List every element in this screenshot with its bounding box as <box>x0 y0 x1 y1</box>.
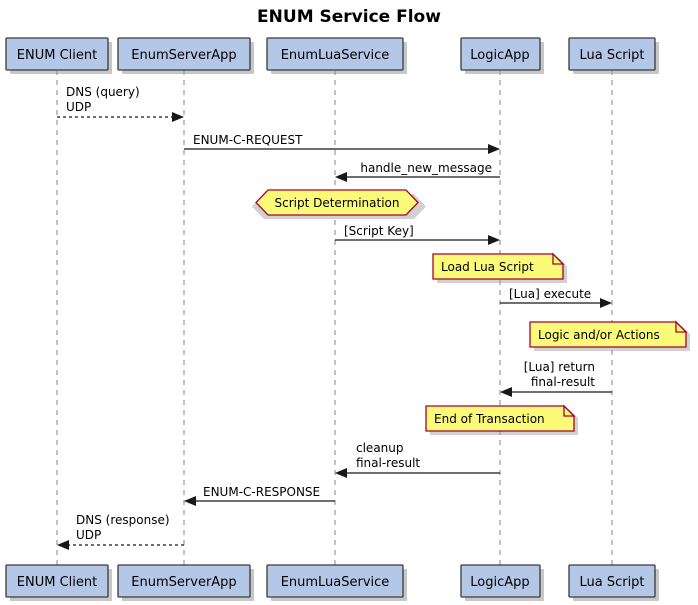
note-end-of-transaction: End of Transaction <box>425 404 578 435</box>
message-dns-response[interactable]: DNS (response) UDP <box>57 513 184 550</box>
arrowhead-cleanup <box>335 468 347 478</box>
participant-label-enum-server-app: EnumServerApp <box>131 48 236 63</box>
participant-box-enum-client[interactable]: ENUM Client <box>5 37 112 74</box>
participant-box-lua-script[interactable]: Lua Script <box>568 37 659 74</box>
participant-box-enum-server-app[interactable]: EnumServerApp <box>117 37 254 74</box>
message-label-dns-response-line1: DNS (response) <box>76 513 170 527</box>
arrowhead-lua-return <box>500 387 512 397</box>
lifelines-group <box>56 70 613 565</box>
message-enum-c-request[interactable]: ENUM-C-REQUEST <box>184 133 500 154</box>
message-label-handle-new-message: handle_new_message <box>360 161 492 175</box>
note-label-script-determination: Script Determination <box>274 196 399 210</box>
arrowhead-enum-c-response <box>184 496 196 506</box>
arrowhead-handle-new-message <box>335 172 347 182</box>
message-dns-query[interactable]: DNS (query) UDP <box>57 85 184 122</box>
message-label-dns-query-line1: DNS (query) <box>66 85 140 99</box>
participant-label-logic-app: LogicApp <box>470 48 529 63</box>
message-label-dns-query-line2: UDP <box>66 100 91 114</box>
message-label-script-key: [Script Key] <box>344 224 414 238</box>
message-enum-c-response[interactable]: ENUM-C-RESPONSE <box>184 485 335 506</box>
message-script-key[interactable]: [Script Key] <box>335 224 500 245</box>
participant-label-enum-lua-service: EnumLuaService <box>281 48 390 63</box>
message-label-dns-response-line2: UDP <box>76 528 101 542</box>
arrowhead-enum-c-request <box>488 144 500 154</box>
participant-box-footer-enum-server-app[interactable]: EnumServerApp <box>117 564 254 601</box>
participant-label-lua-script: Lua Script <box>579 48 644 63</box>
participant-box-footer-enum-client[interactable]: ENUM Client <box>5 564 112 601</box>
arrowhead-script-key <box>488 235 500 245</box>
message-label-lua-return-line1: [Lua] return <box>524 360 595 374</box>
note-label-load-lua-script: Load Lua Script <box>441 260 534 274</box>
page-title: ENUM Service Flow <box>257 7 441 27</box>
participant-box-logic-app[interactable]: LogicApp <box>460 37 544 74</box>
message-label-enum-c-response: ENUM-C-RESPONSE <box>203 485 320 499</box>
message-label-cleanup-line2: final-result <box>356 456 420 470</box>
participants-footer: ENUM Client EnumServerApp EnumLuaService… <box>5 564 659 601</box>
participant-label-footer-enum-lua-service: EnumLuaService <box>281 575 390 590</box>
arrowhead-lua-execute <box>600 298 612 308</box>
participant-label-footer-lua-script: Lua Script <box>579 575 644 590</box>
message-cleanup[interactable]: cleanup final-result <box>335 441 500 478</box>
message-label-cleanup-line1: cleanup <box>356 441 404 455</box>
participant-box-footer-enum-lua-service[interactable]: EnumLuaService <box>266 564 407 601</box>
arrowhead-dns-query <box>172 112 184 122</box>
message-label-enum-c-request: ENUM-C-REQUEST <box>193 133 303 147</box>
participant-box-footer-lua-script[interactable]: Lua Script <box>568 564 659 601</box>
note-label-end-of-transaction: End of Transaction <box>434 412 545 426</box>
note-logic-and-or-actions: Logic and/or Actions <box>529 320 690 351</box>
message-label-lua-execute: [Lua] execute <box>509 287 591 301</box>
participant-label-footer-enum-client: ENUM Client <box>17 575 97 590</box>
participant-box-enum-lua-service[interactable]: EnumLuaService <box>266 37 407 74</box>
message-label-lua-return-line2: final-result <box>531 375 595 389</box>
participant-label-footer-logic-app: LogicApp <box>470 575 529 590</box>
participants-header: ENUM Client EnumServerApp EnumLuaService… <box>5 37 659 74</box>
message-lua-execute[interactable]: [Lua] execute <box>500 287 612 308</box>
participant-label-footer-enum-server-app: EnumServerApp <box>131 575 236 590</box>
participant-box-footer-logic-app[interactable]: LogicApp <box>460 564 544 601</box>
message-lua-return[interactable]: [Lua] return final-result <box>500 360 612 397</box>
participant-label-enum-client: ENUM Client <box>17 48 97 63</box>
note-load-lua-script: Load Lua Script <box>432 252 567 283</box>
note-script-determination: Script Determination <box>252 189 426 219</box>
note-label-logic-and-or-actions: Logic and/or Actions <box>538 328 660 342</box>
message-handle-new-message[interactable]: handle_new_message <box>335 161 500 182</box>
arrowhead-dns-response <box>57 540 69 550</box>
